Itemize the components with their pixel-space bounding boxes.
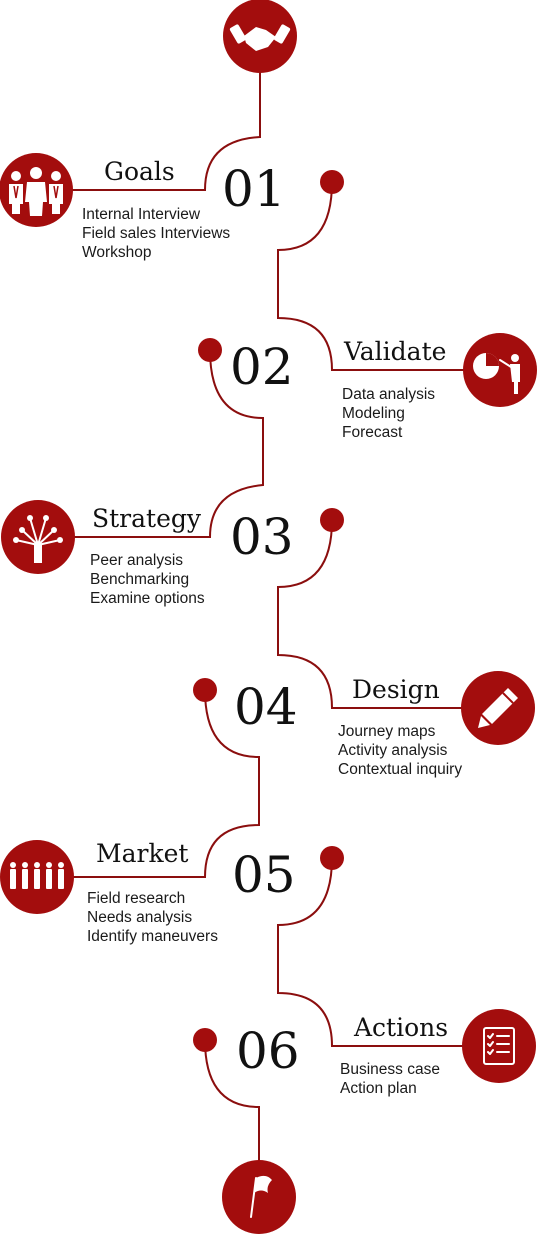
step-item: Needs analysis <box>87 909 192 926</box>
flag-icon <box>222 1160 296 1234</box>
step-item: Field sales Interviews <box>82 225 230 242</box>
step-actions: 06 Actions Business case Action plan <box>236 1009 536 1097</box>
step-item: Field research <box>87 890 185 907</box>
step-item: Workshop <box>82 244 152 261</box>
step-number: 02 <box>230 338 294 396</box>
connector-dot <box>193 678 217 702</box>
step-item: Modeling <box>342 405 405 422</box>
step-number: 03 <box>230 508 294 566</box>
connector-line <box>38 70 500 1165</box>
connector-dot <box>320 170 344 194</box>
step-item: Journey maps <box>338 723 436 740</box>
step-title: Design <box>352 675 440 704</box>
handshake-icon <box>223 0 297 73</box>
step-number: 06 <box>236 1022 300 1080</box>
step-item: Contextual inquiry <box>338 761 462 778</box>
pencil-icon <box>461 671 535 745</box>
step-item: Forecast <box>342 424 403 441</box>
step-strategy: 03 Strategy Peer analysis Benchmarking E… <box>1 500 294 607</box>
step-title: Market <box>96 839 188 868</box>
checklist-icon <box>462 1009 536 1083</box>
step-item: Peer analysis <box>90 552 183 569</box>
connector-dot <box>320 508 344 532</box>
step-item: Internal Interview <box>82 206 201 223</box>
strategy-network-icon <box>1 500 75 574</box>
step-item: Benchmarking <box>90 571 189 588</box>
step-market: 05 Market Field research Needs analysis … <box>0 839 296 945</box>
step-item: Identify maneuvers <box>87 928 218 945</box>
step-number: 05 <box>232 846 296 904</box>
step-number: 01 <box>222 160 286 218</box>
step-validate: 02 Validate Data analysis Modeling Forec… <box>230 333 537 441</box>
step-item: Activity analysis <box>338 742 448 759</box>
crowd-icon <box>0 840 74 914</box>
team-icon <box>0 153 73 227</box>
step-item: Examine options <box>90 590 205 607</box>
step-title: Actions <box>353 1013 448 1042</box>
step-item: Business case <box>340 1061 440 1078</box>
step-item: Action plan <box>340 1080 417 1097</box>
step-goals: 01 Goals Internal Interview Field sales … <box>0 153 286 261</box>
connector-dot <box>198 338 222 362</box>
step-item: Data analysis <box>342 386 435 403</box>
step-title: Validate <box>343 337 446 366</box>
step-title: Strategy <box>92 504 202 533</box>
step-design: 04 Design Journey maps Activity analysis… <box>234 671 535 778</box>
step-title: Goals <box>104 157 175 186</box>
presentation-icon <box>463 333 537 407</box>
connector-dot <box>320 846 344 870</box>
connector-dot <box>193 1028 217 1052</box>
step-number: 04 <box>234 678 298 736</box>
